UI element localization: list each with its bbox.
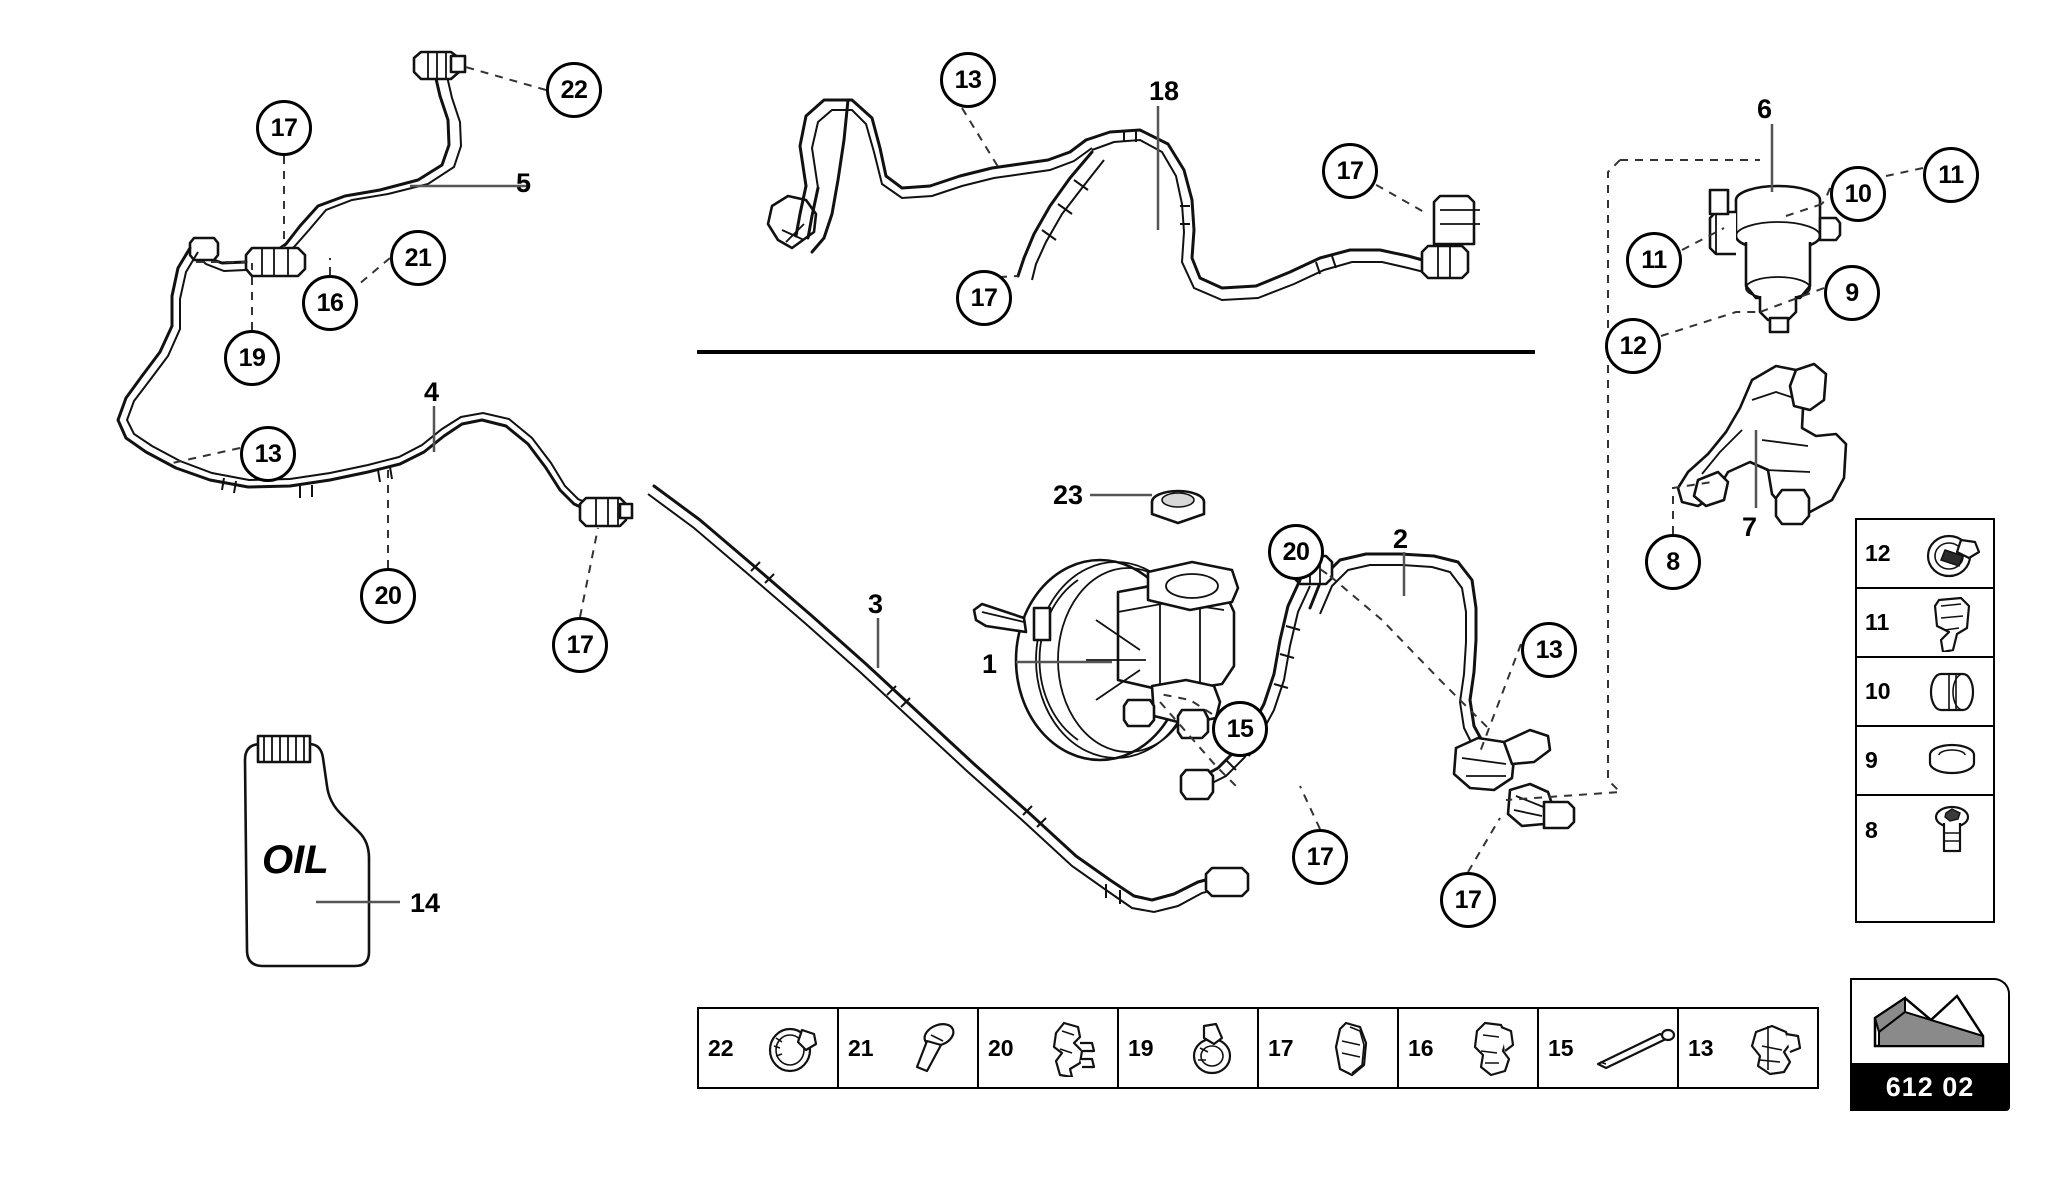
screw-icon [888,1009,977,1087]
legend-number-9: 9 [1865,747,1878,773]
reservoir-cap-23 [1150,489,1206,525]
legend-number-17: 17 [1268,1034,1294,1061]
oil-bottle-label: OIL [262,838,329,882]
callout-bubble-17[interactable]: 17 [256,100,312,156]
callout-bubble-9[interactable]: 9 [1824,265,1880,321]
part-label-7: 7 [1742,512,1758,542]
part-label-23: 23 [1053,480,1084,510]
callout-bubble-20[interactable]: 20 [1268,524,1324,580]
part-label-5: 5 [516,168,532,198]
callout-bubble-12[interactable]: 12 [1605,318,1661,374]
legend-row-10: 10 [1857,658,1993,727]
fasteners-legend-horizontal: 22 21 20 19 17 16 [697,1007,1819,1089]
callout-bubble-8[interactable]: 8 [1645,534,1701,590]
legend-number-11: 11 [1865,609,1890,635]
part-label-1: 1 [982,649,998,679]
callout-bubble-17[interactable]: 17 [1440,872,1496,928]
legend-cell-16: 16 [1399,1009,1539,1087]
grommet-sleeve-icon [1911,658,1993,725]
plain-label-leaders [316,106,1774,904]
hose-assembly-5 [188,50,467,278]
callout-bubble-22[interactable]: 22 [546,62,602,118]
pin-rod-icon [1588,1009,1677,1087]
hose-clip-icon [1308,1009,1397,1087]
callout-bubble-17[interactable]: 17 [956,270,1012,326]
part-label-3: 3 [868,589,884,619]
oil-bottle-14 [243,734,371,968]
spring-clamp-icon [748,1009,837,1087]
diagram-code-icon-box [1850,978,2010,1063]
legend-number-16: 16 [1408,1034,1434,1061]
ring-clip-icon [1168,1009,1257,1087]
line-clip-icon [1028,1009,1117,1087]
legend-cell-13: 13 [1679,1009,1817,1087]
double-clip-icon [1448,1009,1537,1087]
diagram-code-text: 612 02 [1850,1063,2010,1111]
diagram-code-badge: 612 02 [1850,978,2010,1111]
legend-row-11: 11 [1857,589,1993,658]
callout-bubble-10[interactable]: 10 [1830,166,1886,222]
brake-booster-assembly [972,558,1240,762]
hose-assembly-4 [116,246,634,528]
legend-number-8: 8 [1865,817,1878,843]
chevron-block-icon [1873,993,1985,1047]
bracket-clip-icon [1911,589,1993,656]
legend-number-19: 19 [1128,1034,1154,1061]
callout-bubble-11[interactable]: 11 [1923,147,1979,203]
legend-cell-17: 17 [1259,1009,1399,1087]
rubber-grommet-icon [1911,727,1993,794]
callout-bubble-15[interactable]: 15 [1212,701,1268,757]
part-label-6: 6 [1757,94,1773,124]
legend-number-13: 13 [1688,1034,1714,1061]
callout-bubble-13[interactable]: 13 [240,426,296,482]
callout-bubble-17[interactable]: 17 [1322,143,1378,199]
callout-bubble-11[interactable]: 11 [1626,232,1682,288]
hose-assembly-3 [647,484,1250,914]
callout-bubble-17[interactable]: 17 [552,617,608,673]
callout-bubble-21[interactable]: 21 [390,230,446,286]
pump-bracket-7 [1676,362,1848,526]
callout-bubble-20[interactable]: 20 [360,568,416,624]
legend-row-12: 12 [1857,520,1993,589]
legend-cell-19: 19 [1119,1009,1259,1087]
hose-clamp-icon [1911,520,1993,587]
callout-bubble-19[interactable]: 19 [224,330,280,386]
legend-cell-22: 22 [699,1009,839,1087]
callout-bubble-13[interactable]: 13 [940,52,996,108]
hose-assembly-2 [1179,552,1576,830]
legend-number-22: 22 [708,1034,734,1061]
callout-leaders [167,65,1924,873]
legend-row-9: 9 [1857,727,1993,796]
part-label-2: 2 [1393,524,1409,554]
legend-number-12: 12 [1865,540,1891,566]
legend-number-15: 15 [1548,1034,1574,1061]
vacuum-pump-6 [1708,184,1842,334]
legend-cell-20: 20 [979,1009,1119,1087]
legend-number-20: 20 [988,1034,1014,1061]
part-label-14: 14 [410,888,441,918]
legend-cell-15: 15 [1539,1009,1679,1087]
part-label-4: 4 [424,377,440,407]
fasteners-legend-vertical: 12 11 10 9 8 [1855,518,1995,923]
callout-bubble-13[interactable]: 13 [1521,622,1577,678]
multi-clip-icon [1728,1009,1817,1087]
callout-bubble-17[interactable]: 17 [1292,829,1348,885]
legend-number-21: 21 [848,1034,874,1061]
legend-cell-21: 21 [839,1009,979,1087]
legend-number-10: 10 [1865,678,1891,704]
callout-bubble-16[interactable]: 16 [302,275,358,331]
part-label-18: 18 [1149,76,1180,106]
hose-assembly-18 [766,98,1480,302]
legend-row-8: 8 [1857,796,1993,865]
bolt-icon [1911,796,1993,865]
